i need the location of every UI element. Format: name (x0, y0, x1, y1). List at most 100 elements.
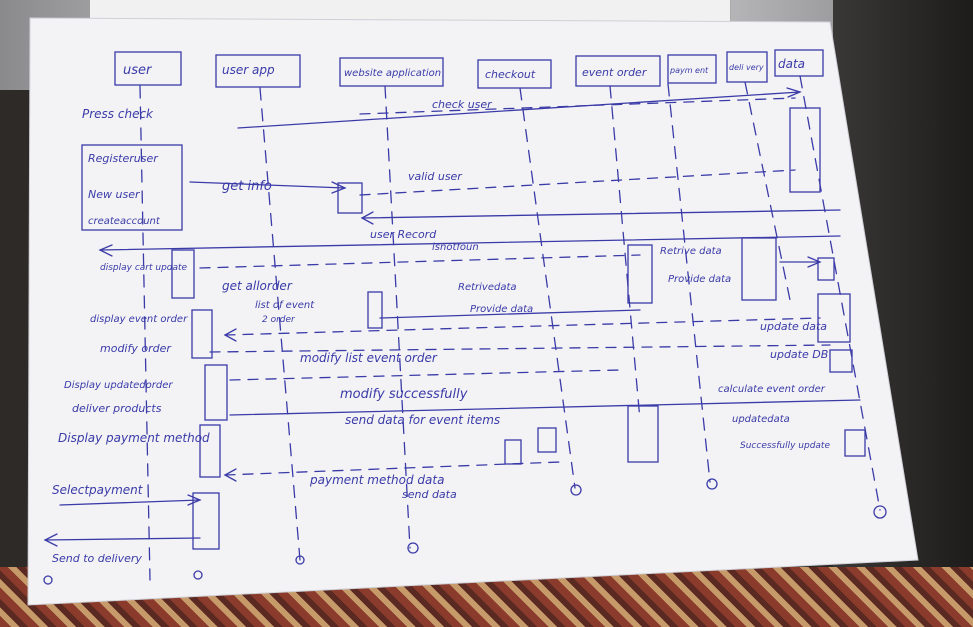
arrow-check-user (237, 91, 801, 129)
activation-checkout-retrive (627, 244, 653, 304)
right-label-update-db: update DB (770, 348, 828, 361)
msg-provide-data: Provide data (470, 304, 533, 315)
activation-user-select (192, 492, 220, 550)
msg-check-user: check user (432, 98, 493, 111)
activation-user-payment (199, 424, 221, 478)
msg-valid-user: valid user (408, 170, 463, 183)
left-label-display-updated-order: Display updatedorder (64, 380, 173, 391)
arrow-get-all-order (199, 254, 641, 269)
activation-data-check (789, 107, 821, 193)
left-label-register-user: Registeruser (88, 152, 159, 165)
end-marker (193, 570, 203, 580)
end-marker (570, 484, 582, 496)
participant-box-user-app (215, 54, 301, 88)
activation-user-register (81, 144, 183, 231)
arrow-check-user-return (359, 97, 796, 115)
lifeline-event-order (609, 85, 641, 421)
msg-modify-list: modify list event order (300, 351, 438, 365)
activation-checkout-small (504, 439, 522, 465)
right-label-update-data: update data (760, 320, 827, 333)
participant-label-checkout: checkout (485, 68, 536, 81)
participant-box-data (774, 49, 824, 77)
end-marker (295, 555, 305, 565)
left-label-new-user: New user (88, 188, 141, 201)
participant-box-payment (667, 54, 717, 84)
arrow-get-info (189, 181, 346, 189)
activation-checkout-small-2 (537, 427, 557, 453)
left-label-press-check: Press check (82, 107, 154, 121)
activation-user-modify (191, 309, 213, 359)
msg-user-record: user Record (370, 228, 437, 241)
arrowhead (360, 211, 374, 225)
right-label-updated-data: updatedata (732, 414, 790, 425)
end-marker (873, 505, 887, 519)
arrowhead (98, 244, 113, 257)
participant-label-user-app: user app (222, 63, 275, 77)
end-marker (43, 575, 53, 585)
activation-website-list (367, 291, 383, 329)
participant-label-data: data (778, 57, 805, 71)
lifeline-data (799, 75, 881, 511)
arrowhead (43, 533, 58, 547)
arrow-select-payment (59, 499, 201, 506)
lifeline-checkout (519, 87, 576, 489)
participant-label-payment: paym ent (669, 66, 709, 75)
participant-label-website: website application (344, 68, 441, 79)
arrowhead (223, 328, 237, 342)
participant-label-event-order: event order (582, 66, 648, 79)
msg-send-data-event-items: send data for event items (345, 413, 500, 427)
left-label-create-account: createaccount (88, 216, 161, 227)
left-label-display-event-order: display event order (90, 314, 188, 325)
activation-data-retrive (741, 237, 777, 301)
msg-send-data: send data (402, 488, 457, 501)
msg-list-of-event: list of event (255, 300, 315, 311)
arrow-payment-method (224, 461, 561, 476)
arrow-not-found (99, 235, 841, 251)
participant-box-event-order (575, 55, 661, 87)
msg-get-info: get info (222, 179, 272, 194)
participant-box-user (114, 51, 182, 86)
arrow-valid-user (359, 169, 796, 196)
end-marker (407, 542, 419, 554)
activation-website (337, 182, 363, 214)
arrowhead (786, 87, 802, 98)
activation-event-items (627, 405, 659, 463)
left-label-select-payment: Selectpayment (52, 483, 144, 497)
msg-get-all-order: get allorder (222, 279, 293, 293)
arrow-send-data-event-items (229, 399, 861, 416)
activation-data-success (844, 429, 866, 457)
left-label-deliver-products: deliver products (72, 402, 162, 415)
activation-data-update (817, 293, 851, 343)
msg-payment-method-data: payment method data (309, 473, 444, 487)
arrow-modify-list (209, 344, 831, 353)
arrow-modify-success (229, 369, 621, 381)
arrow-retrive-data (379, 309, 641, 319)
activation-user-display (171, 249, 195, 299)
participant-box-website-application (339, 57, 444, 87)
arrow-update-data (224, 317, 821, 336)
arrowhead (223, 468, 237, 482)
participant-label-user: user (123, 63, 153, 78)
activation-data-small (817, 257, 835, 281)
lifeline-delivery (744, 81, 791, 301)
lifeline-user-app (259, 87, 301, 561)
lifeline-payment (667, 83, 711, 483)
arrowhead (807, 256, 822, 268)
left-label-modify-order: modify order (100, 342, 172, 355)
msg-2-order: 2 order (262, 315, 296, 325)
activation-data-db (829, 349, 853, 373)
arrow-send-to-delivery (44, 537, 201, 541)
right-label-successfully-update: Successfully update (740, 441, 830, 451)
arrowhead (331, 181, 347, 194)
left-label-display-payment: Display payment method (58, 431, 210, 445)
arrow-user-record (361, 209, 841, 219)
end-marker (706, 478, 718, 490)
left-label-display-cart: display cart update (100, 263, 188, 273)
participant-label-delivery: deli very (729, 63, 764, 72)
msg-modify-successfully: modify successfully (340, 387, 468, 402)
right-label-calculate-event-order: calculate event order (718, 384, 826, 395)
participant-box-checkout (477, 59, 552, 89)
msg-retrive-data-2: Retrive data (660, 246, 722, 257)
msg-provide-data-2: Provide data (668, 274, 731, 285)
